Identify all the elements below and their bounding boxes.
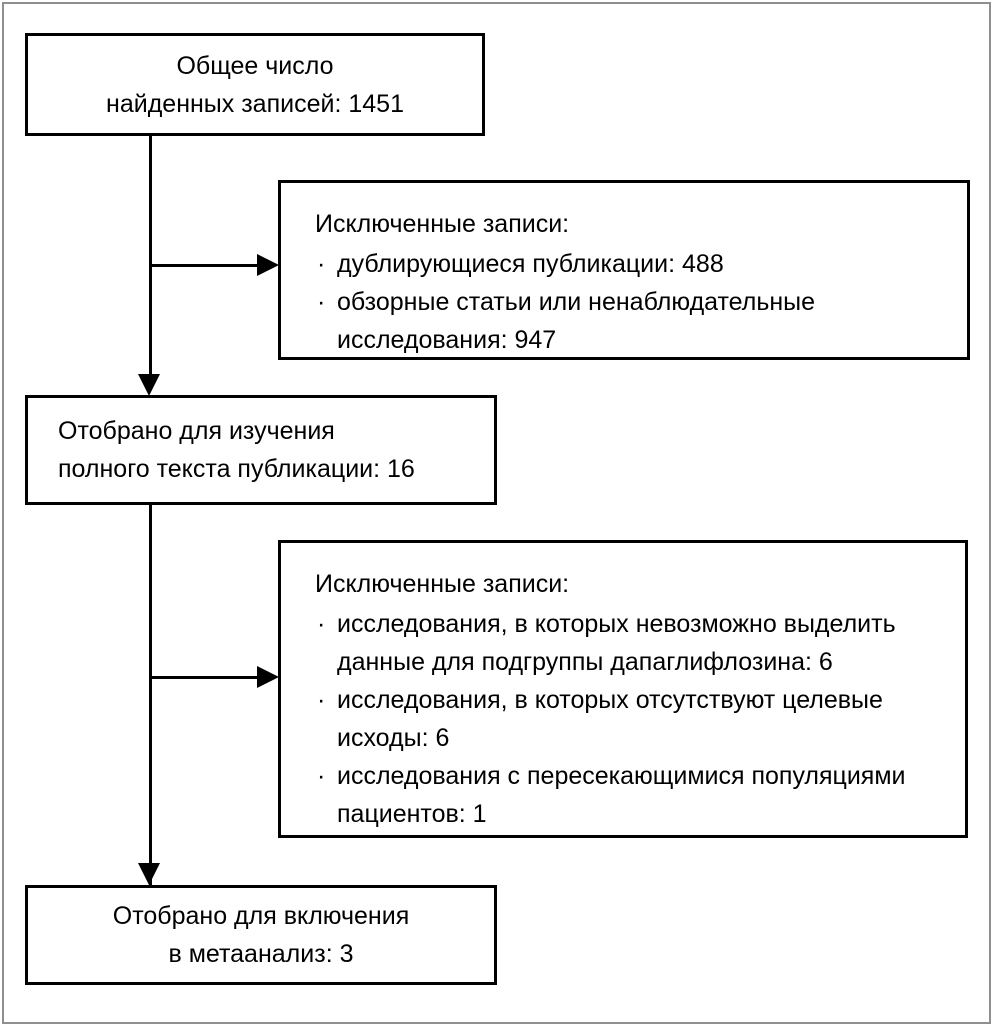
connector-to-excluded-screening — [149, 264, 259, 267]
arrowhead-into-included-icon — [138, 863, 160, 885]
list-item: · дублирующиеся публикации: 488 — [315, 245, 955, 283]
list-item-line-2: исследования: 947 — [337, 326, 557, 354]
list-item-line-1: дублирующиеся публикации: 488 — [337, 250, 724, 278]
list-item: · исследования, в которых отсутствуют це… — [315, 681, 953, 757]
excluded-fulltext-list: · исследования, в которых невозможно выд… — [315, 605, 953, 833]
list-item-line-2: исходы: 6 — [337, 724, 450, 752]
arrowhead-into-excluded-screening-icon — [257, 254, 279, 276]
list-item-line-1: обзорные статьи или ненаблюдательные — [337, 288, 816, 316]
list-item-line-1: исследования, в которых невозможно выдел… — [337, 610, 896, 638]
excluded-fulltext-title: Исключенные записи: — [315, 570, 570, 598]
bullet-icon: · — [317, 250, 326, 278]
box-excluded-fulltext: Исключенные записи: · исследования, в ко… — [278, 540, 968, 838]
list-item: · обзорные статьи или ненаблюдательные и… — [315, 283, 955, 359]
bullet-icon: · — [317, 686, 326, 714]
excluded-screening-list: · дублирующиеся публикации: 488 · обзорн… — [315, 245, 955, 359]
box-identified-records: Общее число найденных записей: 1451 — [25, 33, 485, 136]
box-fulltext-line-1: Отобрано для изучения — [58, 417, 335, 445]
bullet-icon: · — [317, 610, 326, 638]
box-included-line-2: в метаанализ: 3 — [168, 940, 354, 968]
bullet-icon: · — [317, 762, 326, 790]
arrowhead-into-excluded-fulltext-icon — [257, 666, 279, 688]
box-included-line-1: Отобрано для включения — [112, 902, 410, 930]
list-item: · исследования с пересекающимися популяц… — [315, 757, 953, 833]
connector-fulltext-to-included — [149, 505, 152, 885]
box-fulltext-assessed: Отобрано для изучения полного текста пуб… — [25, 395, 497, 505]
excluded-screening-title: Исключенные записи: — [315, 210, 570, 238]
list-item-line-2: данные для подгруппы дапаглифлозина: 6 — [337, 648, 833, 676]
box-identified-line-1: Общее число — [176, 51, 334, 80]
box-identified-line-2: найденных записей: 1451 — [106, 89, 404, 118]
list-item-line-1: исследования с пересекающимися популяция… — [337, 762, 906, 790]
box-fulltext-line-2: полного текста публикации: 16 — [58, 455, 415, 483]
connector-identified-to-fulltext — [149, 136, 152, 374]
bullet-icon: · — [317, 288, 326, 316]
box-included-metaanalysis: Отобрано для включения в метаанализ: 3 — [25, 885, 497, 985]
box-excluded-screening: Исключенные записи: · дублирующиеся публ… — [278, 180, 970, 360]
connector-to-excluded-fulltext — [149, 676, 259, 679]
list-item-line-1: исследования, в которых отсутствуют целе… — [337, 686, 883, 714]
list-item: · исследования, в которых невозможно выд… — [315, 605, 953, 681]
list-item-line-2: пациентов: 1 — [337, 800, 487, 828]
arrowhead-into-fulltext-icon — [138, 374, 160, 396]
